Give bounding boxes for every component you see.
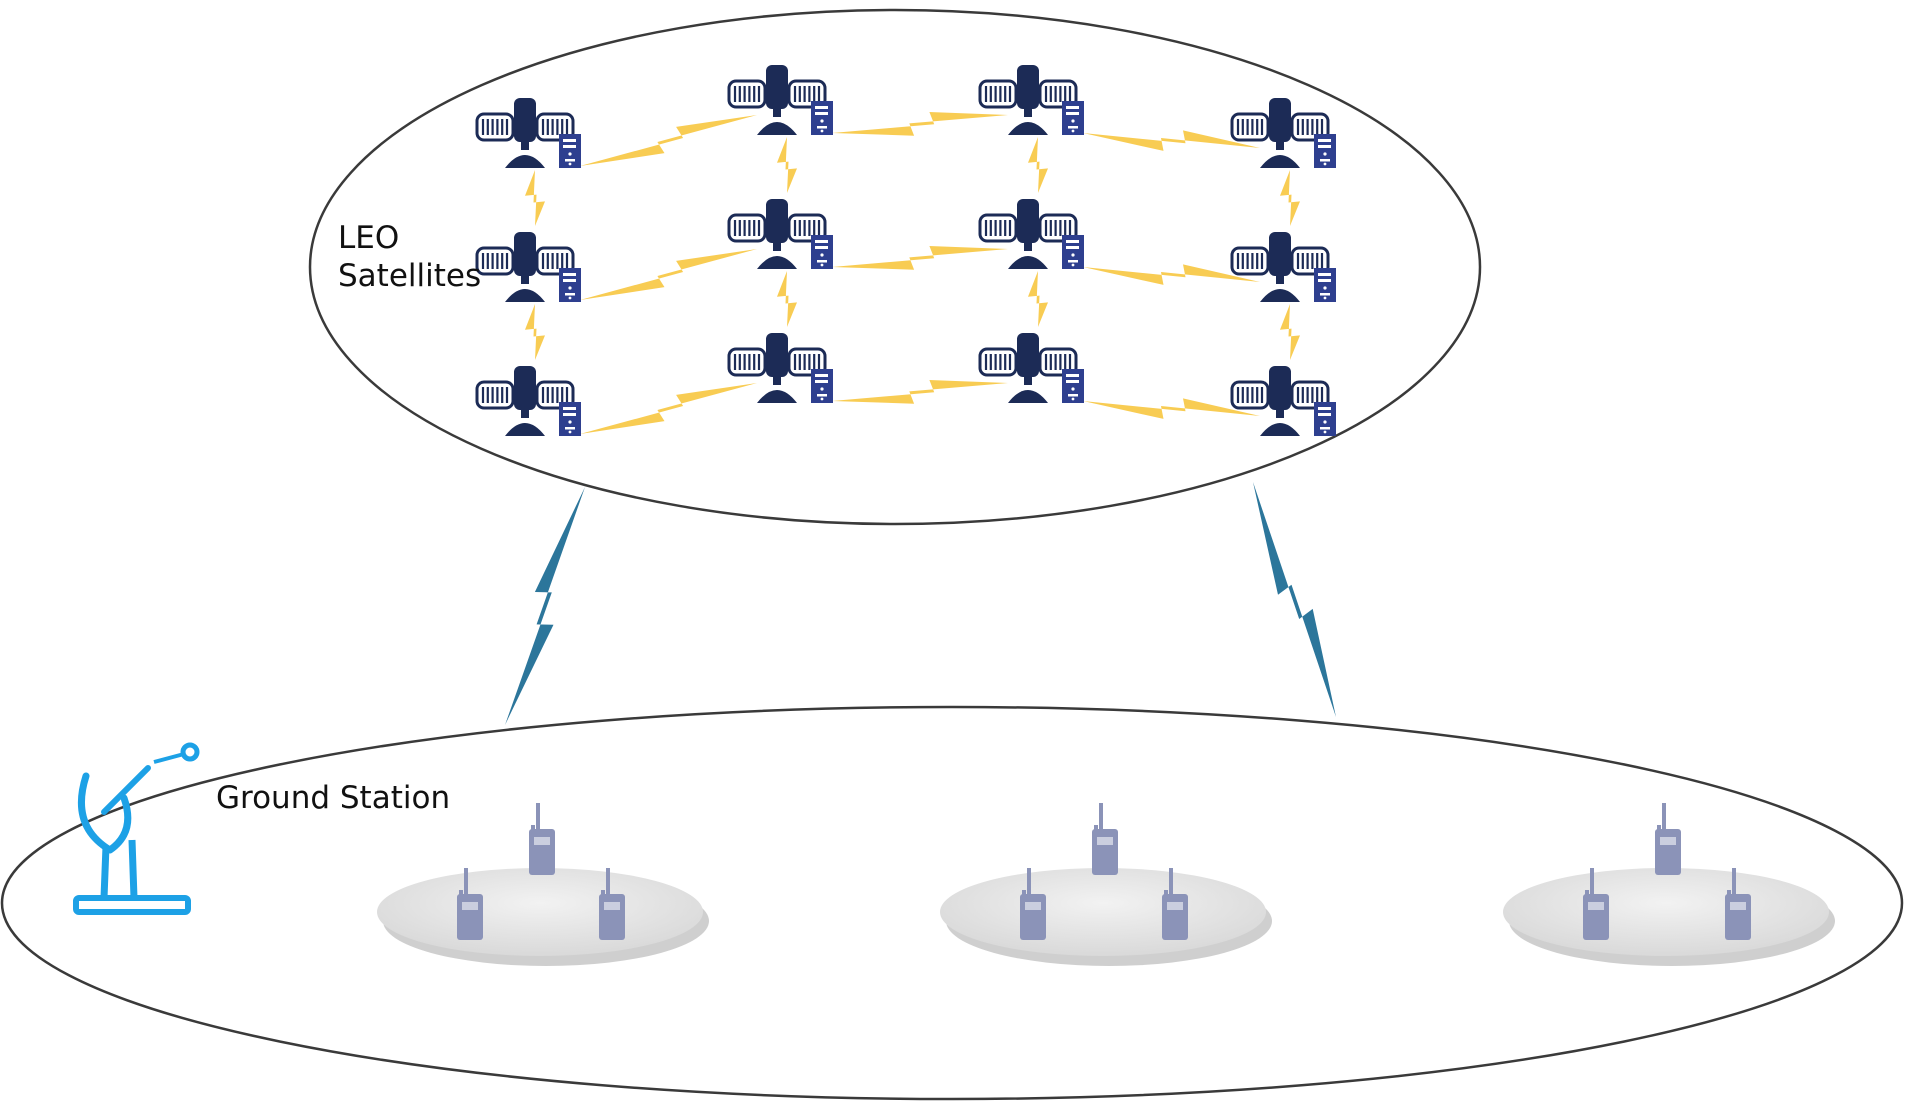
ground-segment-ellipse bbox=[0, 705, 1904, 1101]
radio-handset-icon bbox=[1725, 868, 1751, 940]
satellite-icon bbox=[1230, 366, 1330, 436]
satellite-icon bbox=[978, 333, 1078, 403]
satellite-icon bbox=[978, 65, 1078, 135]
feeder-link-right bbox=[1253, 482, 1336, 717]
radio-handset-icon bbox=[1092, 803, 1118, 875]
radio-handset-icon bbox=[599, 868, 625, 940]
server-icon bbox=[1062, 235, 1084, 269]
server-icon bbox=[811, 235, 833, 269]
inter-satellite-link bbox=[1280, 304, 1300, 360]
inter-satellite-link bbox=[832, 246, 1008, 270]
inter-satellite-link bbox=[525, 170, 545, 226]
radio-handset-icon bbox=[1162, 868, 1188, 940]
inter-satellite-link bbox=[1083, 264, 1260, 285]
satellite-icon bbox=[727, 199, 827, 269]
inter-satellite-link bbox=[1083, 130, 1260, 151]
server-icon bbox=[559, 268, 581, 302]
radio-handset-icon bbox=[1020, 868, 1046, 940]
server-icon bbox=[1314, 402, 1336, 436]
radio-handset-icon bbox=[1583, 868, 1609, 940]
server-icon bbox=[1062, 101, 1084, 135]
server-icon bbox=[1314, 134, 1336, 168]
inter-satellite-link bbox=[832, 112, 1008, 136]
radio-handset-icon bbox=[529, 803, 555, 875]
satellite-icon bbox=[727, 65, 827, 135]
feeder-link-left bbox=[505, 487, 585, 725]
satellite-icon bbox=[1230, 232, 1330, 302]
inter-satellite-link bbox=[832, 380, 1008, 404]
coverage-cell bbox=[377, 868, 703, 956]
satellite-icon bbox=[475, 232, 575, 302]
ground-station-label: Ground Station bbox=[216, 780, 450, 816]
inter-satellite-link bbox=[580, 249, 757, 300]
satellite-dish-icon bbox=[73, 742, 200, 915]
server-icon bbox=[559, 134, 581, 168]
satellite-icon bbox=[475, 98, 575, 168]
satellite-icon bbox=[727, 333, 827, 403]
inter-satellite-link bbox=[777, 137, 797, 193]
radio-handset-icon bbox=[457, 868, 483, 940]
inter-satellite-link bbox=[1028, 271, 1048, 327]
server-icon bbox=[811, 369, 833, 403]
satellite-icon bbox=[978, 199, 1078, 269]
leo-orbit-ellipse bbox=[308, 8, 1482, 526]
coverage-cell bbox=[940, 868, 1266, 956]
server-icon bbox=[559, 402, 581, 436]
inter-satellite-link bbox=[580, 383, 757, 434]
inter-satellite-link bbox=[777, 271, 797, 327]
server-icon bbox=[1062, 369, 1084, 403]
satellite-icon bbox=[1230, 98, 1330, 168]
inter-satellite-link bbox=[525, 304, 545, 360]
server-icon bbox=[1314, 268, 1336, 302]
server-icon bbox=[811, 101, 833, 135]
inter-satellite-link bbox=[1280, 170, 1300, 226]
leo-satellites-label: LEO bbox=[338, 220, 399, 256]
radio-handset-icon bbox=[1655, 803, 1681, 875]
satellite-icon bbox=[475, 366, 575, 436]
inter-satellite-link bbox=[1083, 398, 1260, 419]
coverage-cell bbox=[1503, 868, 1829, 956]
inter-satellite-link bbox=[1028, 137, 1048, 193]
leo-satellites-label-line2: Satellites bbox=[338, 258, 481, 294]
inter-satellite-link bbox=[580, 115, 757, 166]
